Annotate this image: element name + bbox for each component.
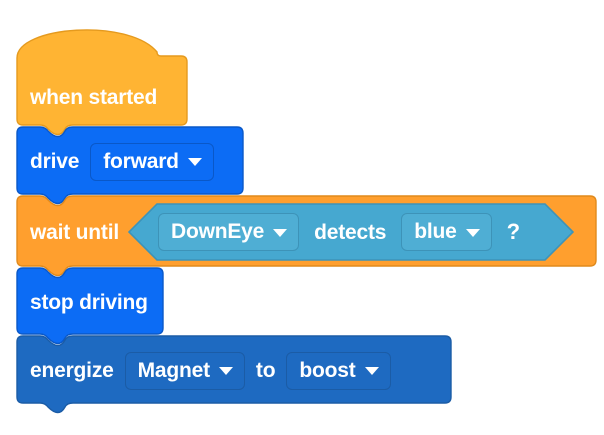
chevron-down-icon	[273, 228, 288, 237]
energize-level-dropdown[interactable]: boost	[286, 351, 391, 390]
energize-device-value: Magnet	[137, 358, 211, 382]
drive-label: drive	[30, 150, 80, 173]
chevron-down-icon	[465, 228, 480, 237]
color-value: blue	[414, 220, 457, 243]
stop-driving-label: stop driving	[30, 290, 148, 314]
sensor-value: DownEye	[171, 220, 265, 243]
energize-to-label: to	[255, 359, 276, 382]
block-wait-until[interactable]: wait until DownEye detects blue	[16, 194, 597, 277]
script-stack[interactable]: when started drive forward wait until	[16, 29, 597, 414]
boolean-content: DownEye detects blue ?	[128, 204, 550, 260]
block-stop-driving[interactable]: stop driving	[16, 266, 164, 345]
detects-label: detects	[314, 220, 387, 244]
question-mark-label: ?	[506, 219, 521, 244]
drive-direction-value: forward	[103, 149, 179, 173]
sensor-dropdown[interactable]: DownEye	[158, 213, 300, 251]
when-started-label: when started	[30, 86, 158, 109]
boolean-detects-color[interactable]: DownEye detects blue ?	[128, 203, 574, 261]
chevron-down-icon	[187, 158, 202, 166]
energize-level-value: boost	[299, 358, 356, 382]
chevron-down-icon	[218, 367, 233, 375]
block-energize[interactable]: energize Magnet to boost	[16, 334, 452, 414]
energize-device-dropdown[interactable]: Magnet	[124, 351, 245, 390]
energize-label: energize	[30, 359, 114, 382]
color-dropdown[interactable]: blue	[401, 213, 492, 251]
drive-direction-dropdown[interactable]: forward	[90, 142, 214, 181]
block-drive[interactable]: drive forward	[16, 125, 244, 205]
chevron-down-icon	[364, 367, 379, 375]
wait-until-label: wait until	[30, 220, 119, 244]
block-when-started[interactable]: when started	[16, 29, 188, 136]
